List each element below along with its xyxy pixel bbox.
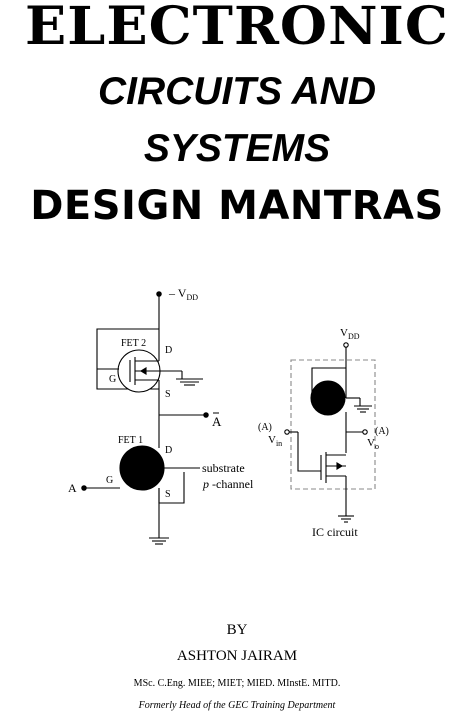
ic-output-a-label: (A) [375, 426, 389, 437]
author-qualifications: MSc. C.Eng. MIEE; MIET; MIED. MInstE. MI… [133, 678, 341, 689]
by-label: BY [226, 622, 248, 638]
ic-vdd-label: VDD [340, 327, 360, 341]
fet1-circle [119, 445, 165, 491]
right-labels: VDD (A) Vin (A) Vo IC circuit [258, 327, 389, 539]
fet1-gate-label: G [106, 475, 113, 486]
vo-label: Vo [367, 437, 379, 451]
fet1-source-label: S [165, 489, 171, 500]
fet2-label: FET 2 [121, 338, 146, 349]
ic-input-a-label: (A) [258, 422, 272, 433]
author-name: ASHTON JAIRAM [176, 648, 298, 664]
fet2-gate-label: G [109, 374, 116, 385]
input-label: A [68, 481, 77, 495]
fet1-drain-label: D [165, 445, 172, 456]
fet1-label: FET 1 [118, 435, 143, 446]
right-circuit [284, 342, 376, 523]
circuit-diagram: – VDD FET 2 D G S A FET 1 D G S A substr… [68, 286, 389, 545]
title-line-1: ELECTRONIC [25, 0, 449, 57]
author-former-role: Formerly Head of the GEC Training Depart… [138, 700, 336, 711]
title-line-2: CIRCUITS AND [97, 70, 377, 113]
fet2-source-label: S [165, 389, 171, 400]
vin-label: Vin [268, 434, 282, 448]
vdd-label: – VDD [168, 286, 198, 302]
left-circuit [81, 291, 219, 545]
ic-fet-circle [310, 380, 346, 416]
title-line-4: DESIGN MANTRAS [30, 183, 444, 229]
fet2-drain-label: D [165, 345, 172, 356]
substrate-label: substrate [202, 461, 245, 475]
ic-circuit-label: IC circuit [312, 525, 358, 539]
output-label: A [212, 414, 222, 429]
title-line-3: SYSTEMS [143, 127, 331, 170]
left-labels: – VDD FET 2 D G S A FET 1 D G S A substr… [68, 286, 254, 500]
p-channel-label: p -channel [202, 477, 254, 491]
